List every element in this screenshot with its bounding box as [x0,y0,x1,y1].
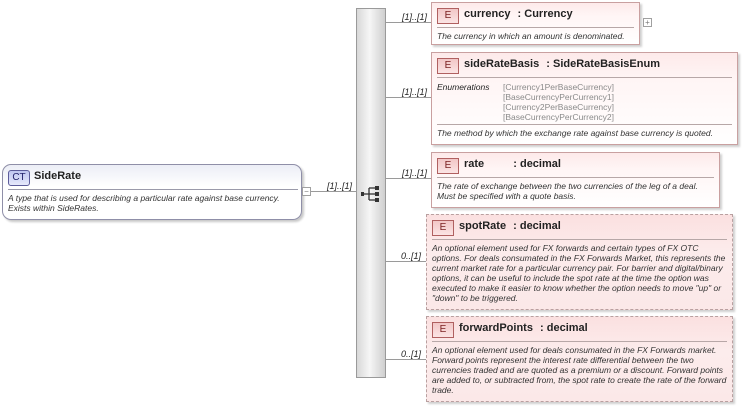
forwardpoints-cardinality: 0..[1] [401,349,422,359]
enumerations-label: Enumerations [437,82,490,92]
element-currency[interactable]: E currency : Currency The currency in wh… [431,2,640,45]
element-spotrate[interactable]: E spotRate : decimal An optional element… [426,214,733,310]
expand-toggle[interactable]: + [643,18,652,27]
connector-rate [385,178,431,179]
element-name: spotRate [459,220,507,232]
element-rate[interactable]: E rate : decimal The rate of exchange be… [431,152,720,208]
element-title: forwardPoints : decimal [459,322,588,334]
connector-forwardpoints [385,359,426,360]
element-name: currency [464,8,511,20]
element-badge: E [432,322,454,338]
enumeration-value: [BaseCurrencyPerCurrency2] [503,112,615,122]
connector-ct-to-sequence [311,191,356,192]
element-title: rate : decimal [464,158,561,170]
connector-spotrate [385,261,426,262]
divider [432,341,727,342]
element-type: : SideRateBasisEnum [546,58,660,70]
element-badge: E [437,158,459,174]
divider [437,124,732,125]
element-documentation: The rate of exchange between the two cur… [437,181,698,201]
divider [432,239,727,240]
element-forwardpoints[interactable]: E forwardPoints : decimal An optional el… [426,316,733,402]
element-type: : Currency [517,8,573,20]
currency-cardinality: [1]..[1] [402,12,428,22]
element-badge: E [437,58,459,74]
sequence-icon [361,186,379,202]
enumerations-list: [Currency1PerBaseCurrency] [BaseCurrency… [503,82,614,122]
rate-cardinality: [1]..[1] [402,168,428,178]
element-type: : decimal [540,322,588,334]
element-documentation: The currency in which an amount is denom… [437,31,625,41]
element-title: currency : Currency [464,8,573,20]
element-sideratebasis[interactable]: E sideRateBasis : SideRateBasisEnum Enum… [431,52,738,145]
complex-type-name: SideRate [34,170,82,182]
enumeration-value: [Currency2PerBaseCurrency] [503,102,615,112]
element-title: sideRateBasis : SideRateBasisEnum [464,58,660,70]
complex-type-documentation: A type that is used for describing a par… [8,193,280,213]
connector-sideratebasis [385,97,431,98]
divider [437,177,714,178]
element-name: sideRateBasis [464,58,540,70]
sideratebasis-cardinality: [1]..[1] [402,87,428,97]
divider [437,77,732,78]
enumeration-value: [BaseCurrencyPerCurrency1] [503,92,615,102]
collapse-toggle[interactable]: − [302,187,311,196]
element-title: spotRate : decimal [459,220,561,232]
complex-type-badge: CT [8,170,30,186]
complex-type-box[interactable]: CT SideRate A type that is used for desc… [2,164,302,220]
element-badge: E [432,220,454,236]
element-documentation: An optional element used for deals consu… [432,345,727,395]
spotrate-cardinality: 0..[1] [401,251,422,261]
divider [437,27,634,28]
connector-currency [385,22,431,23]
element-documentation: An optional element used for FX forwards… [432,243,726,303]
element-documentation: The method by which the exchange rate ag… [437,128,713,138]
divider [8,189,298,190]
element-name: rate [464,158,485,170]
element-type: : decimal [513,158,561,170]
element-type: : decimal [513,220,561,232]
sequence-compositor[interactable] [356,8,386,378]
element-name: forwardPoints [459,322,533,334]
enumeration-value: [Currency1PerBaseCurrency] [503,82,615,92]
sequence-cardinality: [1]..[1] [327,181,353,191]
element-badge: E [437,8,459,24]
